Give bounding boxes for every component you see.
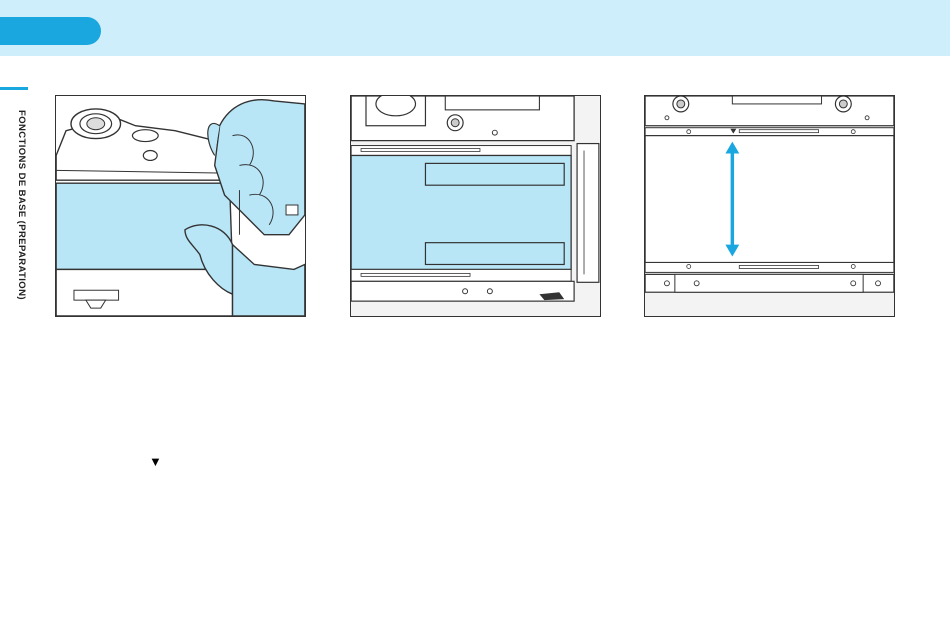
section-tab: [0, 17, 101, 45]
side-tick: [0, 87, 28, 90]
alignment-marker-icon: ▼: [149, 455, 162, 468]
illustration-camera-hand: [55, 95, 306, 317]
illustration-film-gate: [644, 95, 895, 317]
illustration-film-frame: [350, 95, 601, 317]
header-band: [0, 0, 950, 56]
section-label: FONCTIONS DE BASE (PREPARATION): [16, 110, 27, 300]
